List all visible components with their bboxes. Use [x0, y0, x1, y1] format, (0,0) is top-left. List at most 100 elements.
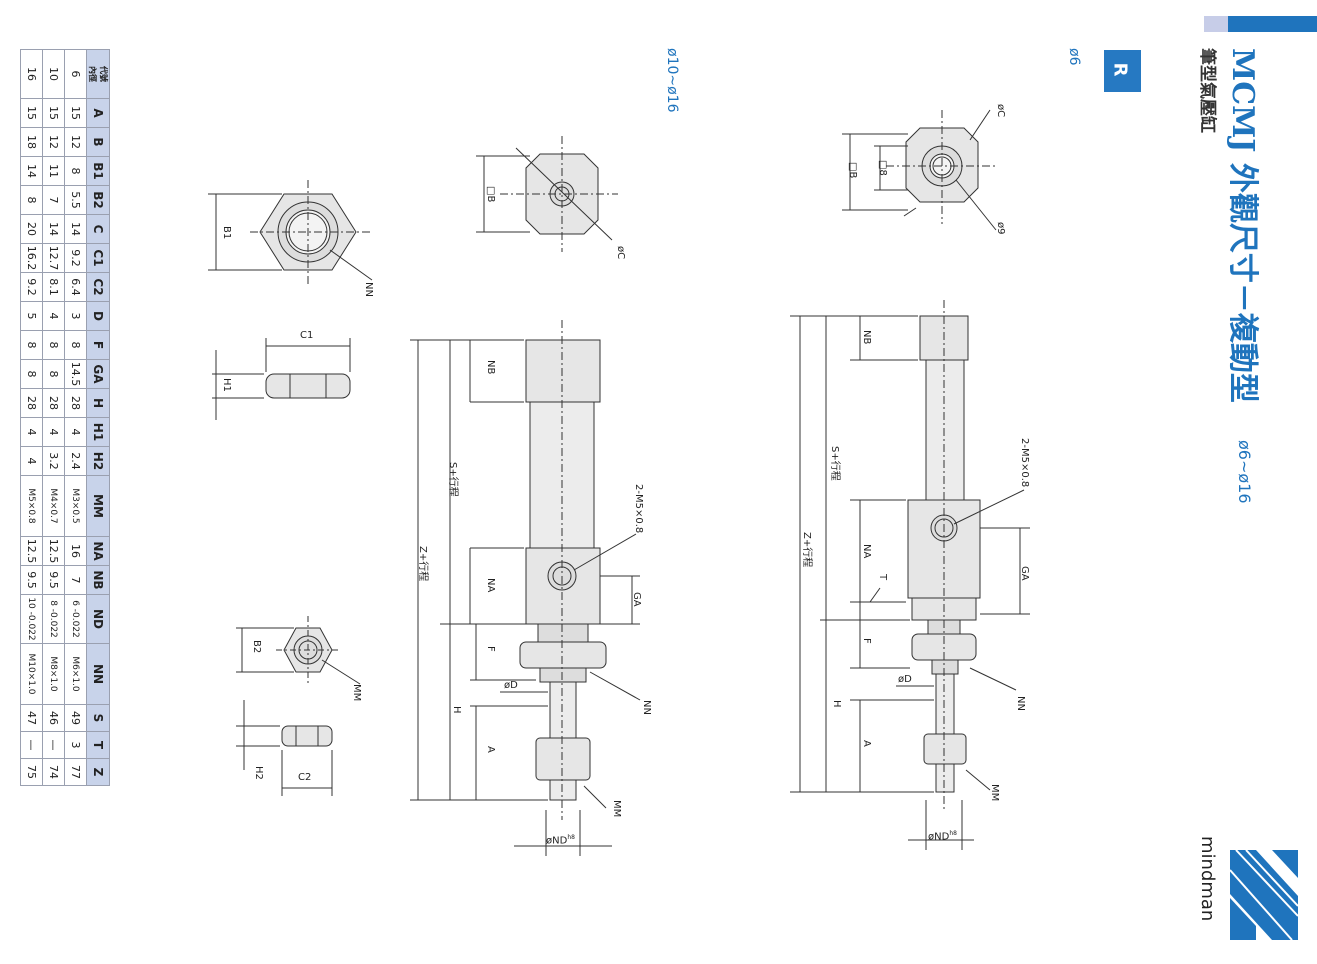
- col-H2: H2: [86, 446, 110, 476]
- label-sq8: □8: [877, 160, 888, 176]
- corner-bottom: 內徑: [88, 66, 97, 82]
- table-cell: 46: [42, 704, 65, 732]
- table-cell: 49: [64, 704, 87, 732]
- table-cell: 20: [20, 214, 43, 244]
- label-phiD-large: øD: [504, 680, 518, 691]
- row-bore: 10: [42, 49, 65, 99]
- label-MM-large: MM: [611, 800, 622, 818]
- table-cell: 4: [42, 301, 65, 331]
- table-cell: 14.5: [64, 359, 87, 389]
- spec-table: 代號內徑 A B B1 B2 C C1 C2 D F GA H H1 H2 MM…: [20, 49, 110, 786]
- table-cell: 14: [20, 156, 43, 186]
- end-view-small: [842, 109, 998, 231]
- small-nut-top: [236, 616, 361, 685]
- col-H1: H1: [86, 417, 110, 447]
- label-NB-large: NB: [485, 360, 496, 375]
- label-phiND-large: øNDh8: [546, 834, 575, 846]
- table-cell: 47: [20, 704, 43, 732]
- end-view-large: [476, 136, 618, 252]
- table-cell: 8: [20, 185, 43, 215]
- table-cell: 6.4: [64, 272, 87, 302]
- mindman-logo: [1226, 846, 1302, 944]
- table-cell: 11: [42, 156, 65, 186]
- phiND-text-large: øND: [546, 835, 568, 847]
- label-NA-small: NA: [861, 544, 872, 559]
- label-GA-large: GA: [631, 592, 642, 607]
- table-cell: 3: [64, 301, 87, 331]
- col-NN: NN: [86, 643, 110, 705]
- h8-text: h8: [949, 830, 957, 837]
- table-cell: 12.7: [42, 243, 65, 273]
- label-F-large: F: [485, 646, 496, 652]
- table-cell: 8: [20, 330, 43, 360]
- table-cell: 8 -0.022: [42, 594, 65, 644]
- table-cell: 5.5: [64, 185, 87, 215]
- col-T: T: [86, 731, 110, 759]
- table-cell: 12.5: [42, 536, 65, 566]
- label-B1: B1: [221, 226, 232, 240]
- label-C2: C2: [298, 772, 312, 783]
- label-A-large: A: [485, 746, 496, 753]
- hex-nut-top: [208, 180, 373, 286]
- phiND-text: øND: [928, 831, 950, 843]
- table-cell: 14: [64, 214, 87, 244]
- col-H: H: [86, 388, 110, 418]
- table-cell: 15: [20, 98, 43, 128]
- table-cell: 12: [42, 127, 65, 157]
- table-cell: 28: [64, 388, 87, 418]
- table-cell: —: [42, 731, 65, 759]
- col-MM: MM: [86, 475, 110, 537]
- table-cell: 3: [64, 731, 87, 759]
- table-cell: 8: [20, 359, 43, 389]
- label-S-small: S+行程: [829, 446, 840, 481]
- col-C1: C1: [86, 243, 110, 273]
- label-Z-small: Z+行程: [801, 532, 812, 568]
- label-F-small: F: [861, 638, 872, 644]
- header-band: [1228, 16, 1317, 32]
- label-S-large: S+行程: [447, 462, 458, 497]
- col-GA: GA: [86, 359, 110, 389]
- header-band-light: [1204, 16, 1228, 32]
- table-cell: 8: [64, 156, 87, 186]
- table-cell: 15: [42, 98, 65, 128]
- label-Z-large: Z+行程: [417, 546, 428, 582]
- table-cell: 28: [42, 388, 65, 418]
- section-badge: R: [1104, 50, 1141, 92]
- table-cell: 8: [42, 359, 65, 389]
- col-D: D: [86, 301, 110, 331]
- table-cell: 4: [20, 417, 43, 447]
- table-header-row: 代號內徑 A B B1 B2 C C1 C2 D F GA H H1 H2 MM…: [86, 49, 110, 786]
- label-B2: B2: [251, 640, 262, 654]
- table-cell: 15: [64, 98, 87, 128]
- hex-nut-side: [212, 338, 351, 420]
- label-port-small: 2-M5×0.8: [1019, 438, 1030, 488]
- col-ND: ND: [86, 594, 110, 644]
- label-phiC-large: øC: [615, 246, 626, 260]
- label-MM-small: MM: [989, 784, 1000, 802]
- label-sqB-large: □B: [485, 186, 496, 203]
- h8-text-large: h8: [567, 834, 575, 841]
- label-H1: H1: [221, 378, 232, 392]
- table-cell: M8×1.0: [42, 643, 65, 705]
- col-Z: Z: [86, 758, 110, 786]
- table-cell: 4: [20, 446, 43, 476]
- col-NB: NB: [86, 565, 110, 595]
- col-A: A: [86, 98, 110, 128]
- col-B2: B2: [86, 185, 110, 215]
- label-GA-small: GA: [1019, 566, 1030, 581]
- table-cell: 8: [42, 330, 65, 360]
- col-F: F: [86, 330, 110, 360]
- label-NN-small: NN: [1015, 696, 1026, 711]
- label-A-small: A: [861, 740, 872, 747]
- label-phiND-small: øNDh8: [928, 830, 957, 842]
- table-cell: 3.2: [42, 446, 65, 476]
- table-cell: M3×0.5: [64, 475, 87, 537]
- corner-cell: 代號內徑: [86, 49, 110, 99]
- table-cell: 7: [64, 565, 87, 595]
- table-cell: 16: [64, 536, 87, 566]
- table-cell: 9.5: [20, 565, 43, 595]
